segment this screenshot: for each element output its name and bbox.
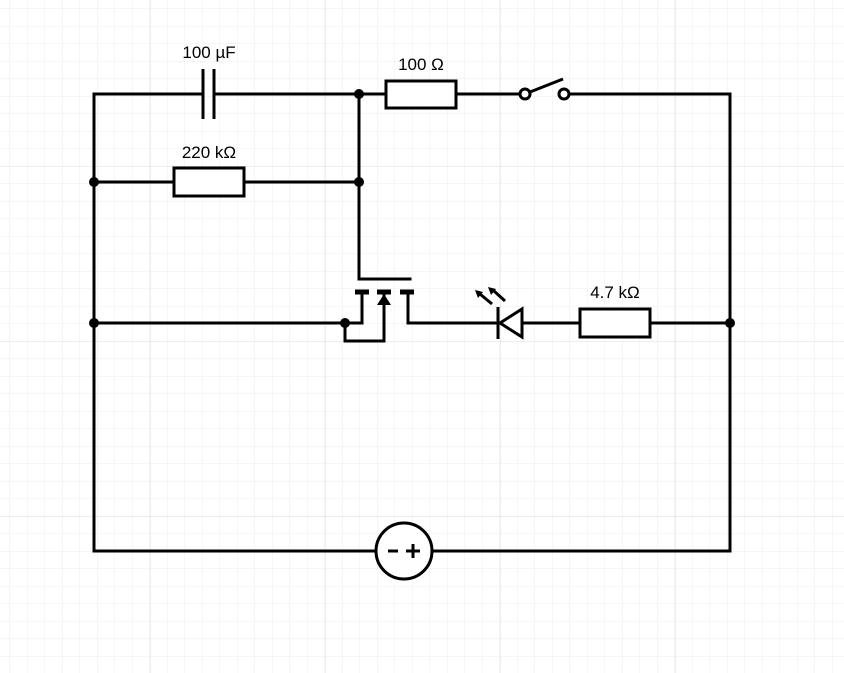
- resistor-top-symbol[interactable]: [384, 79, 458, 110]
- wires: [92, 92, 732, 553]
- resistor-top-label: 100 Ω: [398, 55, 444, 74]
- resistor-led-label: 4.7 kΩ: [590, 283, 640, 302]
- resistor-led-symbol[interactable]: [578, 307, 652, 339]
- mosfet-symbol[interactable]: [355, 289, 414, 305]
- junction-dot: [725, 318, 735, 328]
- junction-dots: [89, 89, 735, 328]
- capacitor-symbol[interactable]: [201, 69, 216, 119]
- junction-dot: [89, 177, 99, 187]
- junction-dot: [89, 318, 99, 328]
- switch-symbol[interactable]: [518, 77, 571, 101]
- dc-source-symbol[interactable]: [374, 521, 434, 581]
- led-symbol[interactable]: [475, 287, 524, 340]
- resistor-left-label: 220 kΩ: [182, 143, 236, 162]
- resistor-left-symbol[interactable]: [172, 166, 246, 198]
- capacitor-label: 100 µF: [182, 43, 235, 62]
- junction-dot: [354, 89, 364, 99]
- junction-dot: [340, 318, 350, 328]
- junction-dot: [354, 177, 364, 187]
